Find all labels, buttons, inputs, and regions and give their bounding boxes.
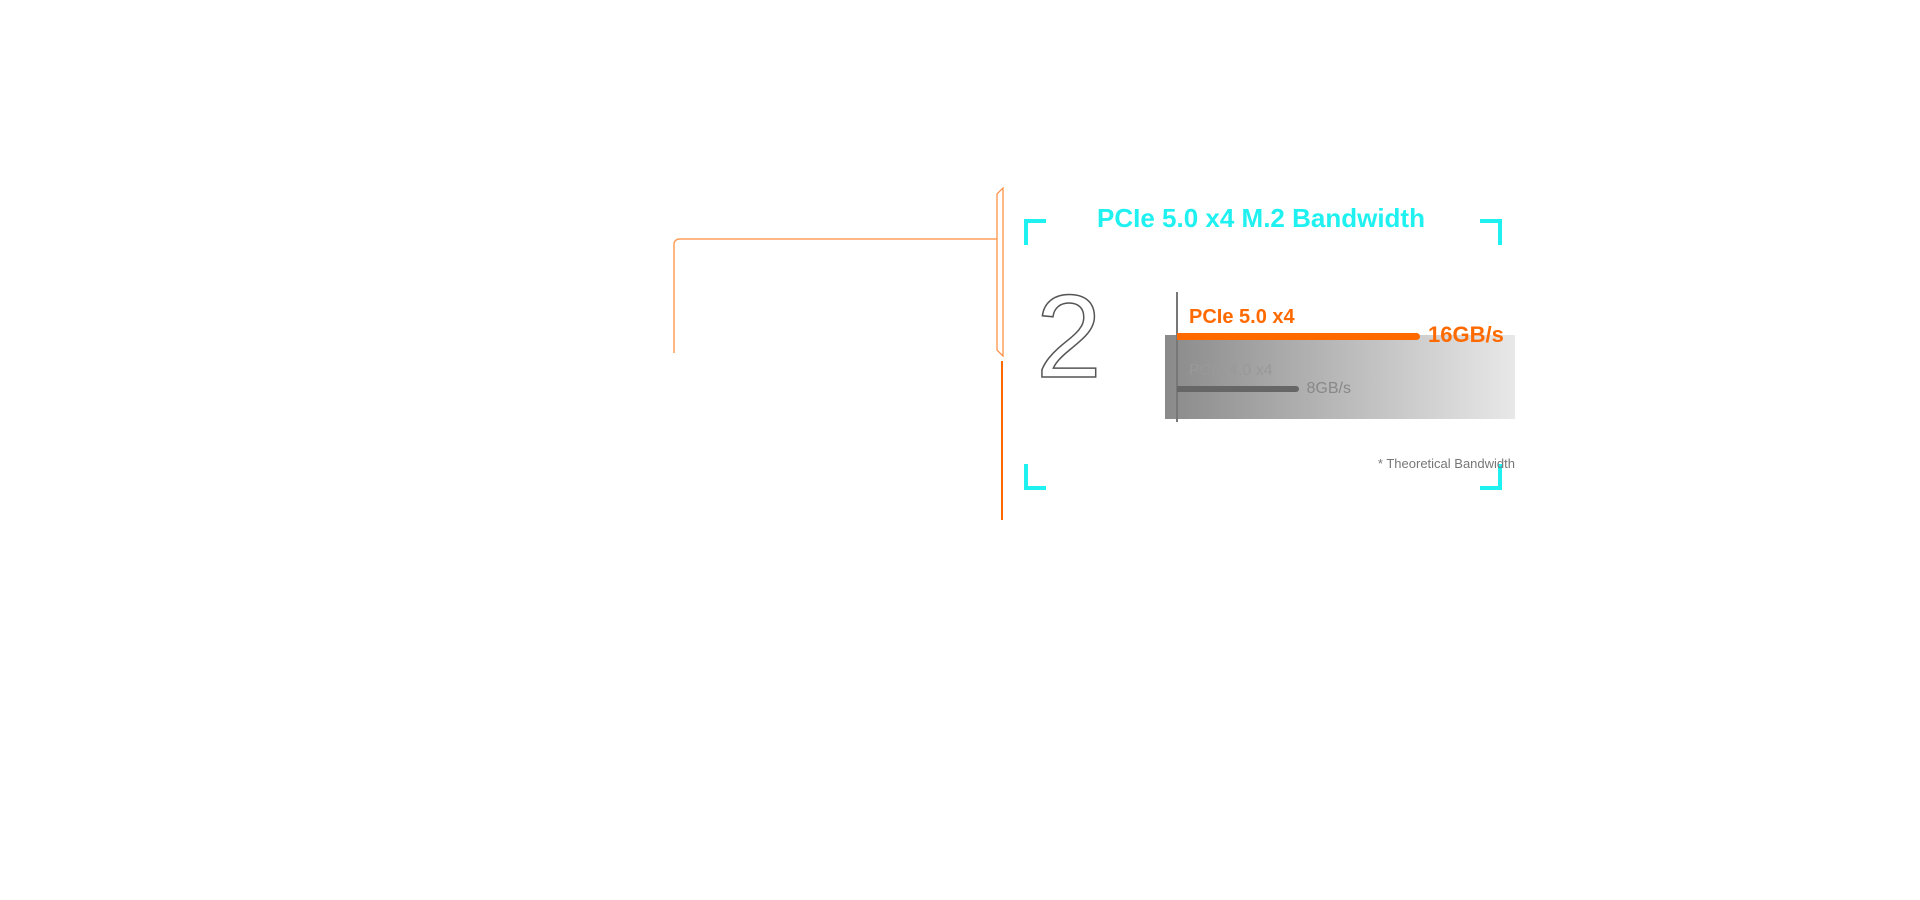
bar-pcie4 bbox=[1177, 386, 1299, 392]
bar-label: PCIe 5.0 x4 bbox=[1189, 306, 1295, 328]
chart-background bbox=[1165, 335, 1515, 419]
frame-corner-tl bbox=[1024, 219, 1046, 245]
value-label: 8GB/s bbox=[1306, 380, 1351, 397]
y-axis bbox=[1176, 292, 1178, 422]
frame-corner-tr bbox=[1480, 219, 1502, 245]
callout-bracket bbox=[996, 186, 1004, 358]
callout-connector bbox=[673, 238, 997, 353]
frame-corner-bl bbox=[1024, 464, 1046, 490]
bar-label: PCIe 4.0 x4 bbox=[1189, 362, 1273, 379]
frame-corner-br bbox=[1480, 464, 1502, 490]
value-label: 16GB/s bbox=[1428, 322, 1504, 347]
footnote: * Theoretical Bandwidth bbox=[1377, 456, 1515, 471]
bar-pcie5 bbox=[1177, 332, 1420, 340]
chart-title: PCIe 5.0 x4 M.2 Bandwidth bbox=[1097, 203, 1425, 233]
index-number: 2 bbox=[1035, 271, 1102, 403]
